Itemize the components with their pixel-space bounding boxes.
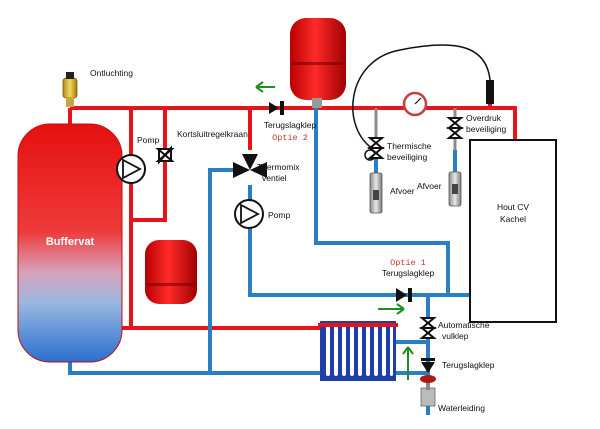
- thermomix-valve-icon: [233, 154, 267, 178]
- flow-arrow-up-icon: [402, 346, 414, 380]
- thermische-label-1: Thermische: [387, 141, 432, 151]
- pressure-gauge-icon: [402, 91, 428, 117]
- radiator-icon: [318, 321, 398, 381]
- optie2-label: Optie 2: [272, 133, 308, 143]
- pomp-mid-label: Pomp: [268, 210, 290, 220]
- bypass-valve-icon: [155, 145, 175, 165]
- thermal-safety-valve-icon: [364, 137, 385, 161]
- pump-left-icon: [116, 154, 146, 184]
- waterleiding-label: Waterleiding: [438, 403, 485, 413]
- check-valve-mid-icon: [396, 288, 412, 302]
- pump-mid-icon: [234, 199, 264, 229]
- vulklep-label-2: vulklep: [442, 331, 469, 341]
- flow-arrow-top-icon: [255, 81, 275, 93]
- thermische-label-2: beveiliging: [387, 152, 427, 162]
- sensor-probe-icon: [486, 80, 494, 104]
- buffervat-label: Buffervat: [46, 236, 95, 248]
- kortsluit-label: Kortsluitregelkraan: [177, 129, 248, 139]
- terugslag-top-label: Terugslagklep: [264, 120, 317, 130]
- afvoer-label-2: Afvoer: [417, 181, 442, 191]
- water-tap-icon: [420, 375, 436, 407]
- check-valve-low-icon: [421, 358, 435, 373]
- kachel-label-1: Hout CV: [497, 202, 529, 212]
- afvoer-label-1: Afvoer: [390, 186, 415, 196]
- optie1-label: Optie 1: [390, 258, 426, 268]
- flow-arrow-right-icon: [378, 303, 405, 315]
- terugslag-mid-label: Terugslagklep: [382, 268, 435, 278]
- auto-fill-valve-icon: [419, 317, 437, 339]
- ontluchting-label: Ontluchting: [90, 68, 133, 78]
- overdruk-label-2: beveiliging: [466, 124, 506, 134]
- pomp-left-label: Pomp: [137, 135, 159, 145]
- thermomix-label-1: Thermomix: [257, 162, 300, 172]
- terugslag-low-label: Terugslagklep: [442, 360, 495, 370]
- wood-boiler-box: [469, 139, 557, 323]
- kachel-label-2: Kachel: [500, 214, 526, 224]
- expansion-vessel-top: [290, 18, 346, 108]
- overpressure-valve-icon: [446, 117, 464, 139]
- drain-cylinder-right-icon: [448, 171, 462, 207]
- thermomix-label-2: ventiel: [262, 173, 287, 183]
- expansion-vessel-lower: [145, 240, 197, 304]
- drain-cylinder-left-icon: [369, 172, 383, 214]
- sensor-cable: [352, 44, 492, 151]
- check-valve-top-icon: [269, 101, 284, 115]
- buffervat-tank: Buffervat: [17, 123, 123, 363]
- air-vent-icon: [62, 72, 78, 107]
- vulklep-label-1: Automatische: [438, 320, 490, 330]
- overdruk-label-1: Overdruk: [466, 113, 502, 123]
